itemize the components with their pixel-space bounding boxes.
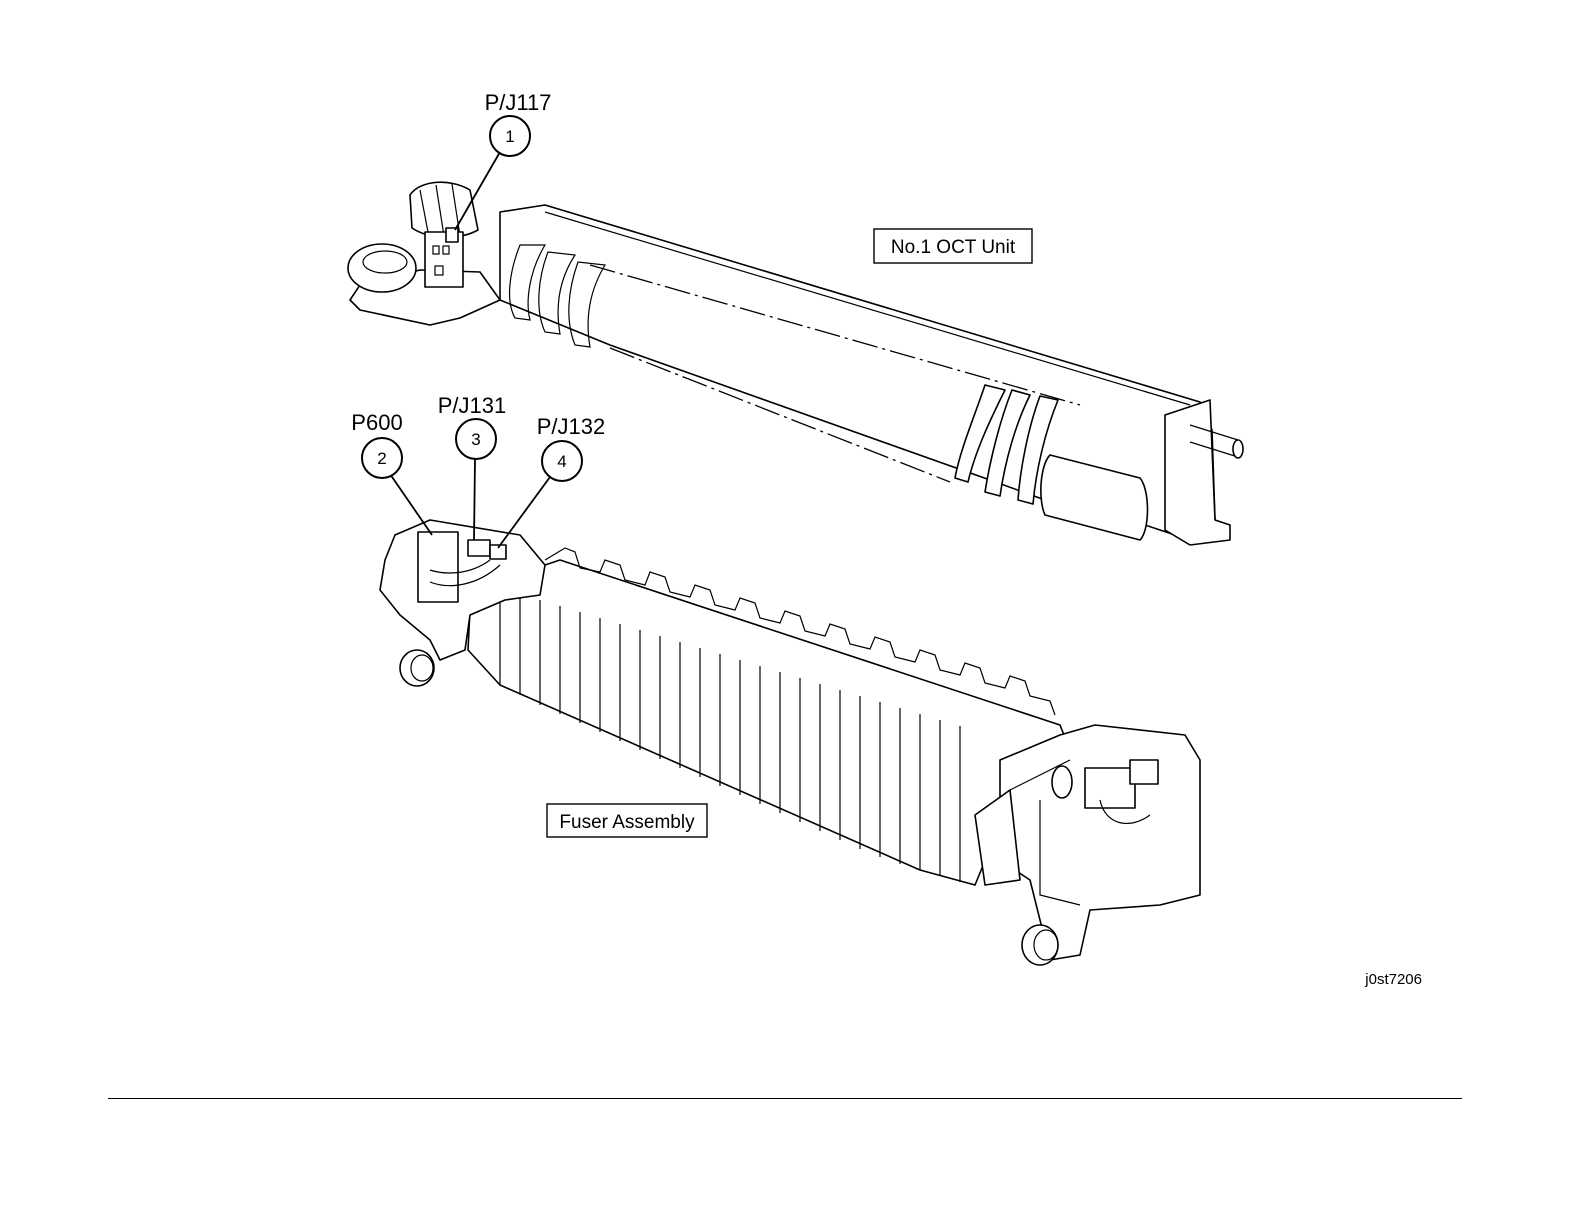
connector-label-pj131: P/J131: [438, 393, 507, 418]
connector-label-pj132: P/J132: [537, 414, 606, 439]
oct-unit-label-box: No.1 OCT Unit: [874, 229, 1032, 263]
fuser-assembly-label-box: Fuser Assembly: [547, 804, 707, 837]
callout-2: P600 2: [351, 410, 432, 535]
connector-label-p600: P600: [351, 410, 402, 435]
callout-number-2: 2: [377, 449, 386, 468]
callout-number-1: 1: [505, 127, 514, 146]
callout-number-3: 3: [471, 430, 480, 449]
callout-4: P/J132 4: [498, 414, 605, 548]
fuser-assembly-drawing: [380, 520, 1200, 965]
fuser-assembly-label: Fuser Assembly: [559, 812, 695, 833]
callout-number-4: 4: [557, 452, 566, 471]
oct-unit-drawing: [348, 182, 1243, 545]
oct-unit-label: No.1 OCT Unit: [891, 237, 1016, 258]
figure-id: j0st7206: [1364, 971, 1422, 988]
footer-divider: [108, 1098, 1462, 1099]
connector-label-pj117: P/J117: [485, 90, 552, 115]
callout-3: P/J131 3: [438, 393, 507, 540]
